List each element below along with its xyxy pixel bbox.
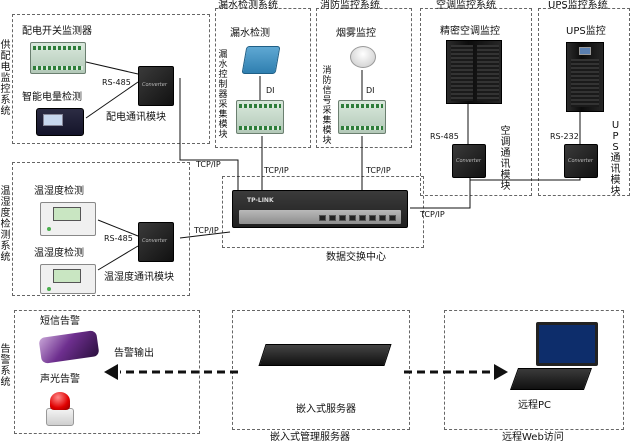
fire-collector-device — [338, 100, 386, 134]
th-sensor-1-device — [40, 202, 96, 236]
th-group-box — [12, 162, 190, 296]
switch-center-label: 数据交换中心 — [326, 252, 386, 263]
fire-collector-label: 消防信号采集模块 — [322, 66, 332, 146]
power-comm-module-device: Converter — [138, 66, 174, 106]
smoke-detector-device — [350, 46, 376, 68]
remote-web-box-label: 远程Web访问 — [502, 432, 564, 443]
precision-ac-label: 精密空调监控 — [440, 26, 500, 37]
leak-sensor-device — [241, 46, 281, 74]
fire-di-label: DI — [366, 86, 375, 95]
th-section-label: 温湿度检测系统 — [0, 186, 11, 263]
precision-ac-device — [446, 40, 502, 104]
alarm-section-label: 告警系统 — [0, 344, 11, 388]
smoke-label: 烟雾监控 — [336, 28, 376, 39]
tcpip-right-label: TCP/IP — [420, 210, 445, 219]
wire-right-bus — [410, 174, 581, 209]
ups-monitor-label: UPS监控 — [566, 26, 606, 37]
th-rs485-label: RS-485 — [104, 234, 133, 243]
tcpip-th-label: TCP/IP — [194, 226, 219, 235]
leak-collector-device — [236, 100, 284, 134]
alarm-group-box — [14, 310, 200, 434]
switch-brand-label: TP-LINK — [247, 197, 274, 204]
laptop-base — [509, 368, 593, 390]
web-group-box — [444, 310, 624, 430]
tcpip-power-label: TCP/IP — [196, 160, 221, 169]
wire-th1-comm — [97, 219, 139, 237]
wire-th-switch — [179, 231, 231, 239]
ups-rs232-label: RS-232 — [550, 132, 579, 141]
power-comm-module-label: 配电通讯模块 — [106, 112, 166, 123]
ups-group-box — [538, 8, 630, 196]
leak-detect-label: 漏水检测 — [230, 28, 270, 39]
embedded-server-label: 嵌入式服务器 — [296, 404, 356, 415]
arrow-head-left — [104, 364, 118, 380]
energy-detect-label: 智能电量检测 — [22, 92, 82, 103]
switch-group-box — [222, 176, 424, 248]
embedded-server-box-label: 嵌入式管理服务器 — [270, 432, 350, 443]
ups-comm-module-device: Converter — [564, 144, 598, 178]
alarm-light-dome — [50, 392, 70, 410]
power-group-box — [12, 14, 210, 144]
th-detect2-label: 温湿度检测 — [34, 248, 84, 259]
tcpip-fire-label: TCP/IP — [366, 166, 391, 175]
ups-device — [566, 42, 604, 112]
sound-light-alarm-device — [46, 408, 74, 426]
th-comm-module-label: 温湿度通讯模块 — [104, 272, 174, 283]
alarm-output-label: 告警输出 — [114, 348, 154, 359]
laptop-screen — [536, 322, 598, 366]
ac-comm-module-device: Converter — [452, 144, 486, 178]
leak-group-box — [215, 8, 311, 148]
switch-monitor-label: 配电开关监测器 — [22, 26, 92, 37]
aircon-group-box — [420, 8, 532, 196]
wire-switchmonitor-comm — [85, 61, 139, 75]
leak-di-label: DI — [266, 86, 275, 95]
embedded-server-device — [258, 344, 392, 366]
server-group-box — [232, 310, 410, 430]
energy-meter-device — [36, 108, 84, 136]
ups-comm-module-label: UPS通讯模块 — [610, 120, 621, 197]
leak-collector-label: 漏水控制器采集模块 — [218, 50, 228, 140]
wire-th2-comm — [97, 245, 139, 271]
arrow-head-right — [494, 364, 508, 380]
fire-section-label: 消防监控系统 — [320, 0, 380, 11]
th-sensor-2-device — [40, 264, 96, 294]
leak-section-label: 漏水检测系统 — [218, 0, 278, 11]
ac-rs485-label: RS-485 — [430, 132, 459, 141]
fire-group-box — [316, 8, 412, 148]
th-comm-module-device: Converter — [138, 222, 174, 262]
power-section-label: 供配电监控系统 — [0, 40, 11, 117]
tcpip-leak-label: TCP/IP — [264, 166, 289, 175]
power-rs485-label: RS-485 — [102, 78, 131, 87]
wire-energy-comm — [85, 81, 139, 119]
network-switch-device: TP-LINK — [232, 190, 408, 228]
ups-section-label: UPS监控系统 — [548, 0, 608, 11]
remote-pc-label: 远程PC — [518, 400, 552, 411]
th-detect1-label: 温湿度检测 — [34, 186, 84, 197]
aircon-section-label: 空调监控系统 — [436, 0, 496, 11]
switch-monitor-device — [30, 42, 86, 74]
wire-power-switch — [179, 78, 239, 196]
ac-comm-module-label: 空调通讯模块 — [500, 126, 511, 192]
sound-light-alarm-label: 声光告警 — [40, 374, 80, 385]
sms-alarm-label: 短信告警 — [40, 316, 80, 327]
